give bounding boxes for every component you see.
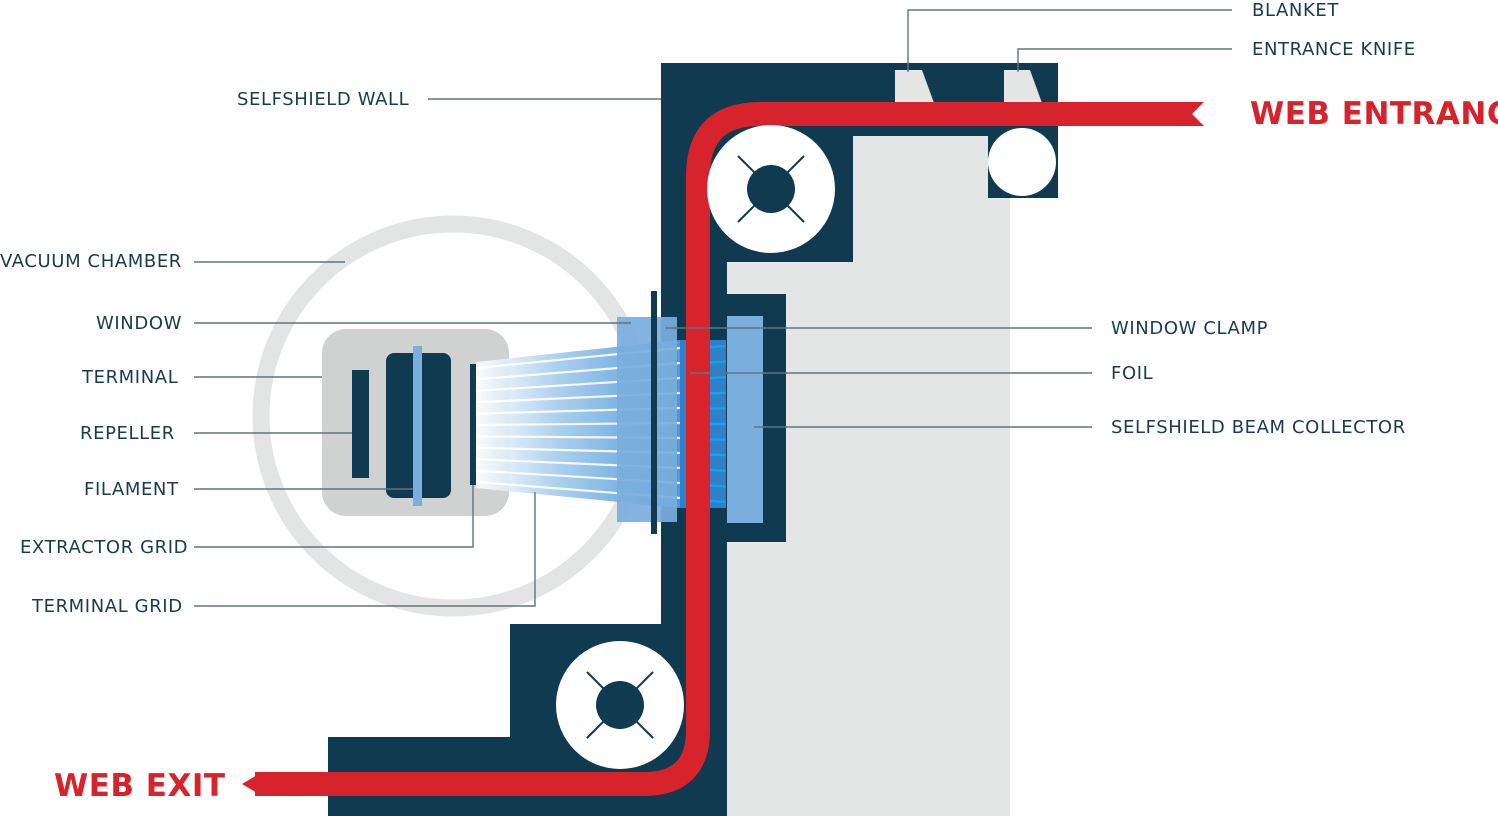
label-web-exit: WEB EXIT [54,768,226,804]
label-window: WINDOW [96,313,182,334]
label-extractor-grid: EXTRACTOR GRID [20,537,189,558]
upper-roller [707,125,835,253]
label-entrance-knife: ENTRANCE KNIFE [1252,39,1416,60]
label-web-entrance: WEB ENTRANCE [1250,96,1498,132]
label-filament: FILAMENT [84,479,179,500]
lower-roller [556,641,684,769]
label-selfshield-beam-collector: SELFSHIELD BEAM COLLECTOR [1111,417,1406,438]
entrance-knife [1004,70,1042,103]
label-vacuum-chamber: VACUUM CHAMBER [0,251,182,272]
window-plate [651,291,657,534]
entrance-roller [988,128,1056,196]
filament [413,346,422,506]
window [617,317,677,522]
web-entrance-arrow-head [1180,102,1204,126]
label-foil: FOIL [1111,363,1154,384]
web-path [255,102,1190,796]
leader-lines [194,9,1232,607]
label-window-clamp: WINDOW CLAMP [1111,318,1269,339]
selfshield-beam-collector [727,316,763,523]
repeller [352,370,369,478]
web-exit-arrow-head [242,772,262,796]
label-selfshield-wall: SELFSHIELD WALL [237,89,410,110]
blanket-knife [895,70,934,103]
label-blanket: BLANKET [1252,0,1339,21]
label-repeller: REPELLER [80,423,175,444]
extractor-grid [470,364,476,485]
label-terminal-grid: TERMINAL GRID [32,596,183,617]
label-terminal: TERMINAL [82,367,179,388]
